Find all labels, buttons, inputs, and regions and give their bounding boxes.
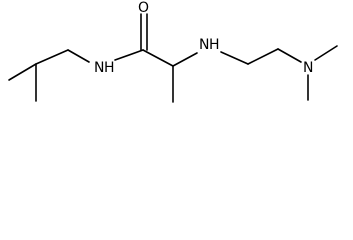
amide-hydrogen-label: H: [104, 60, 115, 76]
amide-nitrogen-label: N: [94, 60, 104, 76]
bond-isobutyl-ch2: [35, 49, 69, 65]
bond-alpha-amine-n: [172, 52, 198, 67]
amine-nitrogen-label: N: [199, 37, 209, 53]
bond-ch2-amide-n: [67, 49, 90, 63]
bond-amide-n-carbonyl: [114, 49, 144, 61]
bonds: [8, 13, 338, 103]
bond-ethylene: [247, 48, 279, 65]
bond-amine-n-ch2: [220, 51, 249, 65]
amine-hydrogen-label: H: [209, 37, 220, 53]
chemical-structure: O N H N H N: [8, 0, 338, 103]
bond-ch2-dimethyl-n: [277, 48, 302, 63]
atom-labels: O N H N H N: [94, 0, 313, 76]
bond-n-methyl-top: [314, 45, 338, 61]
dimethylamino-nitrogen-label: N: [303, 60, 313, 76]
oxygen-label: O: [138, 0, 149, 16]
bond-methyl-a: [8, 63, 37, 81]
bond-carbonyl-alpha: [142, 49, 174, 67]
